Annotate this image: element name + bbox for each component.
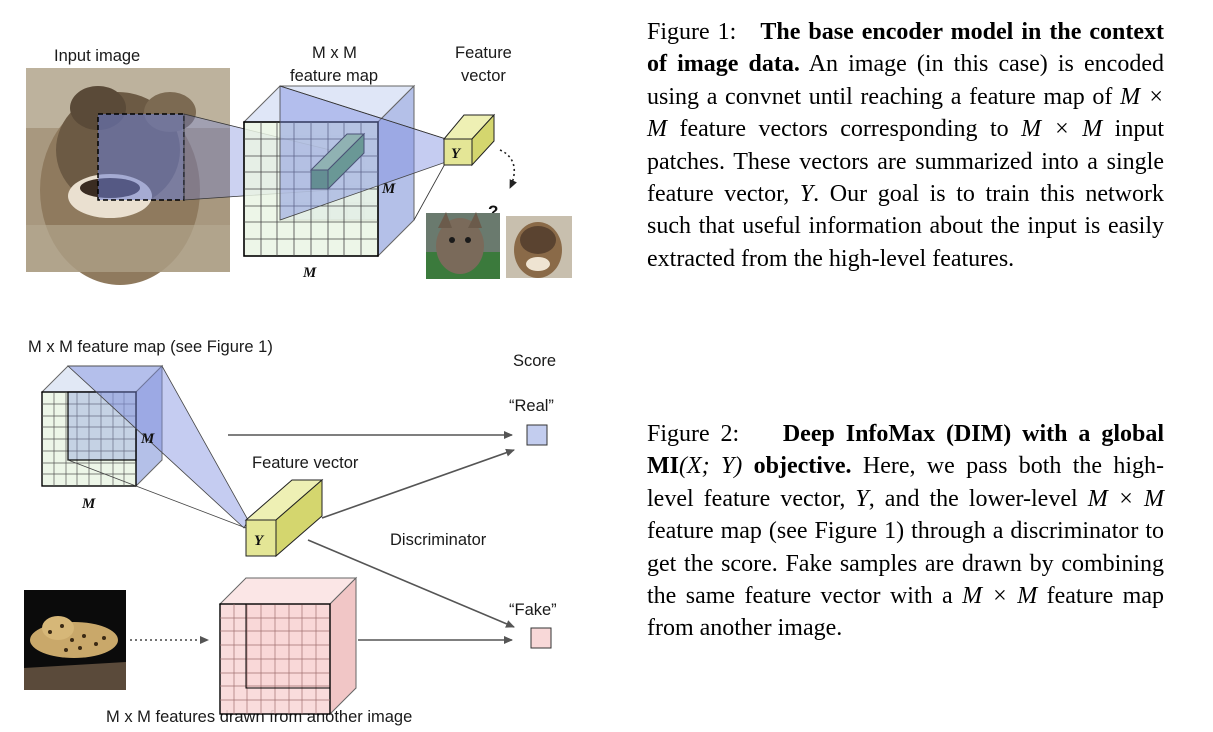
input-patch [97, 113, 185, 201]
caption2-math-1: M × M [1087, 485, 1164, 512]
fig2-feature-vector [244, 478, 324, 558]
caption2-text-2: , and the lower-level [868, 485, 1088, 512]
fig2-feature-map-label: M x M feature map (see Figure 1) [28, 338, 273, 356]
figure2-title-a: Deep InfoMax (DIM) with a global MI [647, 421, 1165, 480]
dotted-curved-arrow [499, 149, 517, 189]
figure2-title-b: objective. [742, 453, 852, 480]
figure2-prefix: Figure 2: [647, 421, 740, 447]
figure1-title: The base encoder model in the context of… [647, 19, 1164, 78]
figure-canvas: Input image M x M feature map Feature ve… [24, 44, 572, 726]
fake-feature-map [218, 576, 358, 716]
real-label: “Real” [509, 397, 554, 415]
feature-vector [442, 113, 496, 167]
figure2-caption: Figure 2: Deep InfoMax (DIM) with a glob… [647, 418, 1164, 645]
arrow-vector-to-fake [307, 539, 515, 628]
caption1-text-2: feature vectors corresponding to [667, 116, 1022, 143]
feature-map-label-1: M x M [312, 44, 357, 62]
y-symbol: Y [451, 146, 462, 162]
another-image-label: M x M features drawn from another image [106, 708, 412, 726]
fig2-m-bottom: M [81, 496, 96, 512]
caption2-math-2: M × M [962, 583, 1038, 610]
caption1-text-4: . Our goal is to train this network such… [647, 181, 1164, 272]
fake-label: “Fake” [509, 601, 557, 619]
figure2-title-math: (X; Y) [679, 453, 743, 480]
dog-image-thumbnail [506, 216, 572, 278]
caption2-y: Y [855, 485, 869, 512]
feature-column [309, 132, 366, 191]
leopard-image [24, 590, 126, 690]
caption1-math-2: M × M [1021, 116, 1103, 143]
figure1-caption: Figure 1: The base encoder model in the … [647, 16, 1164, 275]
fig2-y-symbol: Y [254, 533, 265, 549]
fake-score-box [530, 627, 552, 649]
caption1-math-1: M × M [647, 83, 1165, 143]
arrow-vector-to-real [321, 448, 515, 519]
caption1-text-3: input patches. These vectors are summari… [647, 116, 1164, 208]
caption1-y: Y [799, 181, 814, 208]
feature-vector-label-1: Feature [455, 44, 512, 62]
real-score-box [526, 424, 548, 446]
caption2-text-3: feature map (see Figure 1) through a dis… [647, 518, 1164, 610]
feature-vector-label-2: vector [461, 67, 506, 85]
discriminator-label: Discriminator [390, 531, 487, 549]
caption2-text-1: Here, we pass both the high-level featur… [647, 453, 1164, 512]
caption2-text-4: feature map from another image. [647, 583, 1165, 642]
score-label: Score [513, 352, 556, 370]
m-symbol-bottom: M [302, 265, 317, 281]
cat-image [426, 212, 500, 279]
m-symbol-side: M [381, 181, 396, 197]
figure1-prefix: Figure 1: [647, 19, 737, 45]
caption1-text-1: An image (in this case) is encoded using… [647, 51, 1164, 110]
input-image-label: Input image [54, 47, 140, 65]
feature-map-label-2: feature map [290, 67, 378, 85]
question-mark: ? [488, 202, 498, 221]
fig2-m-side: M [140, 431, 155, 447]
feature-vector-label: Feature vector [252, 454, 359, 472]
